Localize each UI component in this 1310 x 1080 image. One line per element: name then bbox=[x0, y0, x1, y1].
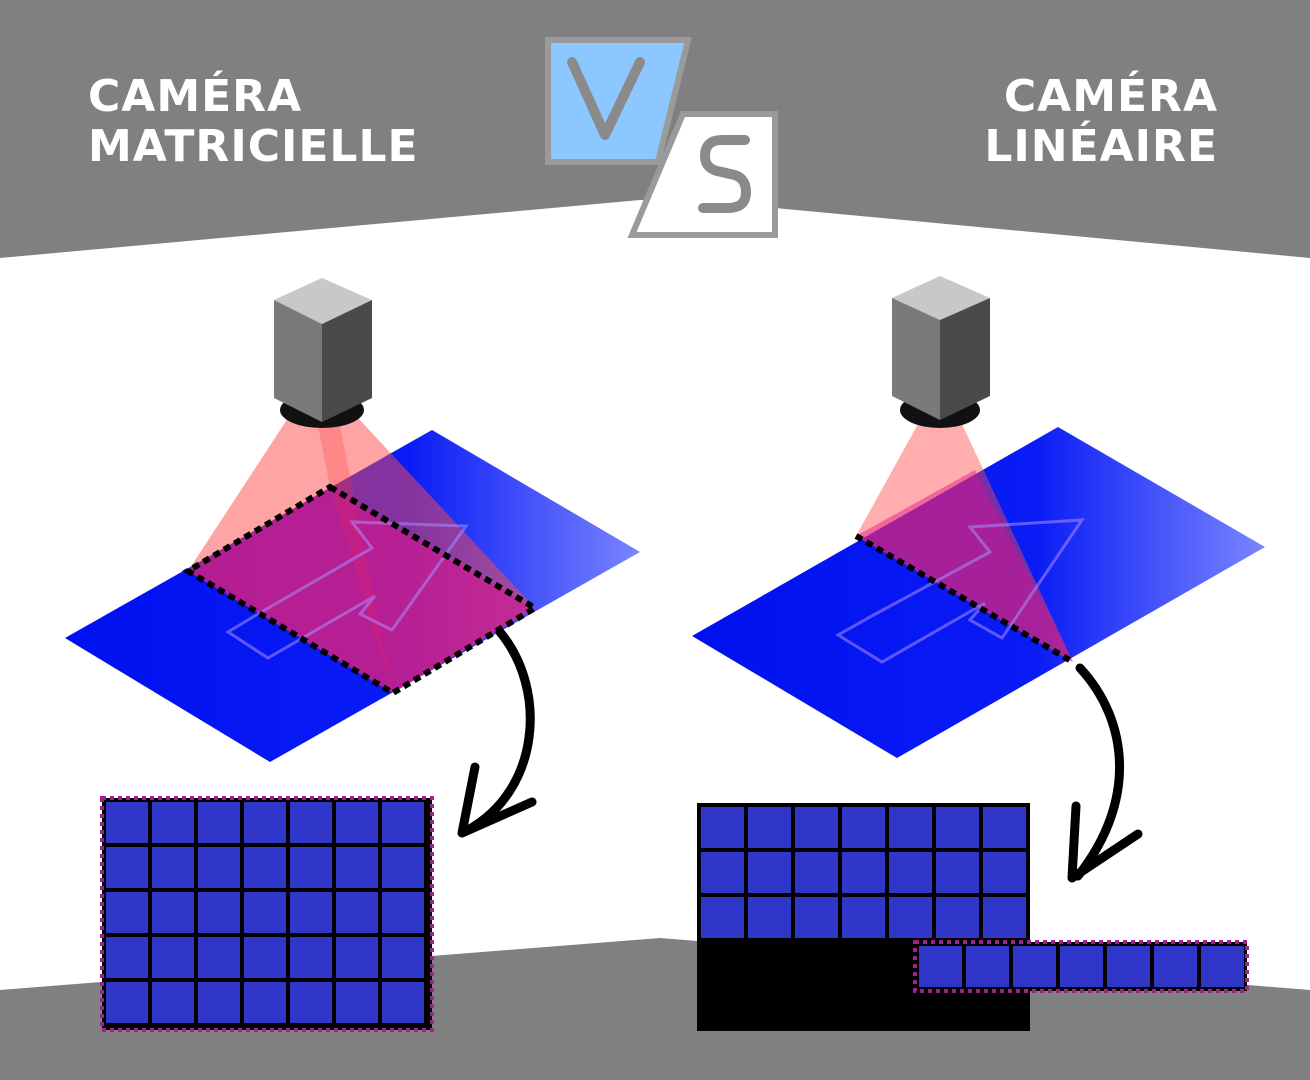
sensor-pixel bbox=[152, 847, 194, 888]
sensor-pixel bbox=[244, 937, 286, 978]
sensor-pixel bbox=[936, 852, 979, 893]
sensor-pixel bbox=[290, 847, 332, 888]
capture-line-right bbox=[854, 533, 1075, 665]
sensor-pixel bbox=[382, 847, 424, 888]
title-right-line1: CAMÉRA bbox=[1003, 71, 1218, 122]
area-sensor-grid bbox=[100, 796, 434, 1032]
flow-direction-arrow-right bbox=[835, 518, 1085, 664]
sensor-pixel bbox=[983, 852, 1026, 893]
sensor-pixel bbox=[382, 892, 424, 933]
sensor-pixel bbox=[290, 892, 332, 933]
logo-v-letter bbox=[567, 57, 645, 140]
sensor-pixel bbox=[198, 892, 240, 933]
sensor-pixel bbox=[983, 807, 1026, 848]
title-left-line2: MATRICIELLE bbox=[88, 121, 419, 172]
sensor-pixel bbox=[936, 897, 979, 938]
sensor-pixel bbox=[842, 852, 885, 893]
sensor-pixel bbox=[152, 892, 194, 933]
flow-direction-arrow-left bbox=[225, 520, 469, 660]
sensor-pixel bbox=[244, 802, 286, 843]
current-line-pixels bbox=[919, 946, 1244, 987]
sensor-pixel bbox=[382, 937, 424, 978]
sensor-pixel bbox=[244, 847, 286, 888]
sensor-pixel bbox=[889, 852, 932, 893]
sensor-pixel bbox=[748, 852, 791, 893]
sensor-pixel bbox=[701, 852, 744, 893]
sensor-pixel bbox=[889, 897, 932, 938]
sensor-pixel bbox=[244, 982, 286, 1023]
industrial-camera-icon-right bbox=[892, 276, 990, 428]
sensor-pixel bbox=[198, 937, 240, 978]
sensor-pixel bbox=[842, 807, 885, 848]
sensor-pixel bbox=[152, 982, 194, 1023]
sensor-pixel bbox=[152, 937, 194, 978]
title-area-scan-camera: CAMÉRA MATRICIELLE bbox=[88, 72, 419, 172]
sensor-pixel bbox=[795, 897, 838, 938]
title-line-scan-camera: CAMÉRA LINÉAIRE bbox=[984, 72, 1218, 172]
sensor-pixel bbox=[936, 807, 979, 848]
sensor-pixel bbox=[336, 802, 378, 843]
conveyor-belt-right bbox=[692, 427, 1265, 758]
sensor-pixel bbox=[889, 807, 932, 848]
sensor-pixel bbox=[748, 897, 791, 938]
vs-logo bbox=[545, 37, 778, 238]
area-sensor-outline bbox=[100, 796, 434, 1032]
left-scene bbox=[65, 278, 640, 1032]
sensor-pixel bbox=[198, 982, 240, 1023]
sensor-pixel bbox=[795, 807, 838, 848]
captured-area-left bbox=[188, 487, 535, 693]
current-line-outline bbox=[913, 940, 1249, 993]
curved-arrow-head-left bbox=[457, 762, 537, 838]
curved-arrow-icon-left bbox=[463, 627, 535, 835]
line-pixel bbox=[966, 946, 1009, 987]
sensor-pixel bbox=[198, 802, 240, 843]
sensor-pixel bbox=[336, 937, 378, 978]
sensor-pixel bbox=[244, 892, 286, 933]
line-pixel bbox=[919, 946, 962, 987]
line-sensor-build bbox=[697, 803, 1249, 1031]
accumulated-line-pixels bbox=[701, 807, 1026, 938]
title-left-line1: CAMÉRA bbox=[88, 71, 303, 122]
sensor-pixel bbox=[290, 802, 332, 843]
sensor-pixel bbox=[701, 807, 744, 848]
sensor-pixel bbox=[701, 897, 744, 938]
line-pixel bbox=[1107, 946, 1150, 987]
sensor-pixel bbox=[106, 802, 148, 843]
sensor-pixel bbox=[382, 982, 424, 1023]
line-pixel bbox=[1060, 946, 1103, 987]
sensor-pixel bbox=[336, 892, 378, 933]
line-pixel bbox=[1154, 946, 1197, 987]
curved-arrow-icon-right bbox=[1073, 663, 1124, 881]
industrial-camera-icon-left bbox=[274, 278, 372, 428]
sensor-pixel bbox=[842, 897, 885, 938]
sensor-pixel bbox=[983, 897, 1026, 938]
sensor-pixel bbox=[795, 852, 838, 893]
sensor-pixel bbox=[152, 802, 194, 843]
sensor-pixel bbox=[198, 847, 240, 888]
sensor-pixel bbox=[748, 807, 791, 848]
area-sensor-pixels bbox=[106, 802, 424, 1023]
right-scene bbox=[692, 276, 1265, 1031]
sensor-pixel bbox=[382, 802, 424, 843]
sensor-pixel bbox=[106, 847, 148, 888]
line-pixel bbox=[1201, 946, 1244, 987]
capture-outline-left bbox=[182, 483, 541, 697]
logo-s-letter bbox=[698, 135, 751, 213]
sensor-pixel bbox=[106, 982, 148, 1023]
curved-arrow-head-right bbox=[1067, 801, 1143, 883]
sensor-pixel bbox=[336, 982, 378, 1023]
sensor-pixel bbox=[106, 892, 148, 933]
line-pixel bbox=[1013, 946, 1056, 987]
camera-beam-right bbox=[856, 424, 1073, 662]
sensor-pixel bbox=[290, 982, 332, 1023]
sensor-pixel bbox=[336, 847, 378, 888]
title-right-line2: LINÉAIRE bbox=[984, 121, 1218, 172]
sensor-pixel bbox=[290, 937, 332, 978]
sensor-pixel bbox=[106, 937, 148, 978]
